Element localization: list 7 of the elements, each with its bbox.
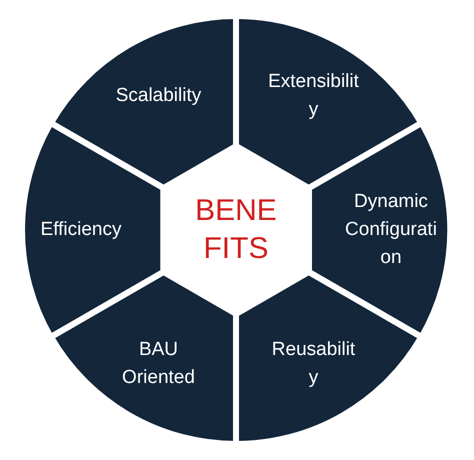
segment-label: BAU Oriented [121, 338, 196, 390]
segment-label: Dynamic Configuration [344, 190, 438, 270]
segment-label: Scalability [114, 84, 202, 108]
segment-label: Reusability [270, 338, 356, 390]
segment-label: Efficiency [40, 218, 122, 242]
center-title: BENEFITS [194, 193, 278, 267]
segment-label: Extensibility [267, 70, 360, 122]
